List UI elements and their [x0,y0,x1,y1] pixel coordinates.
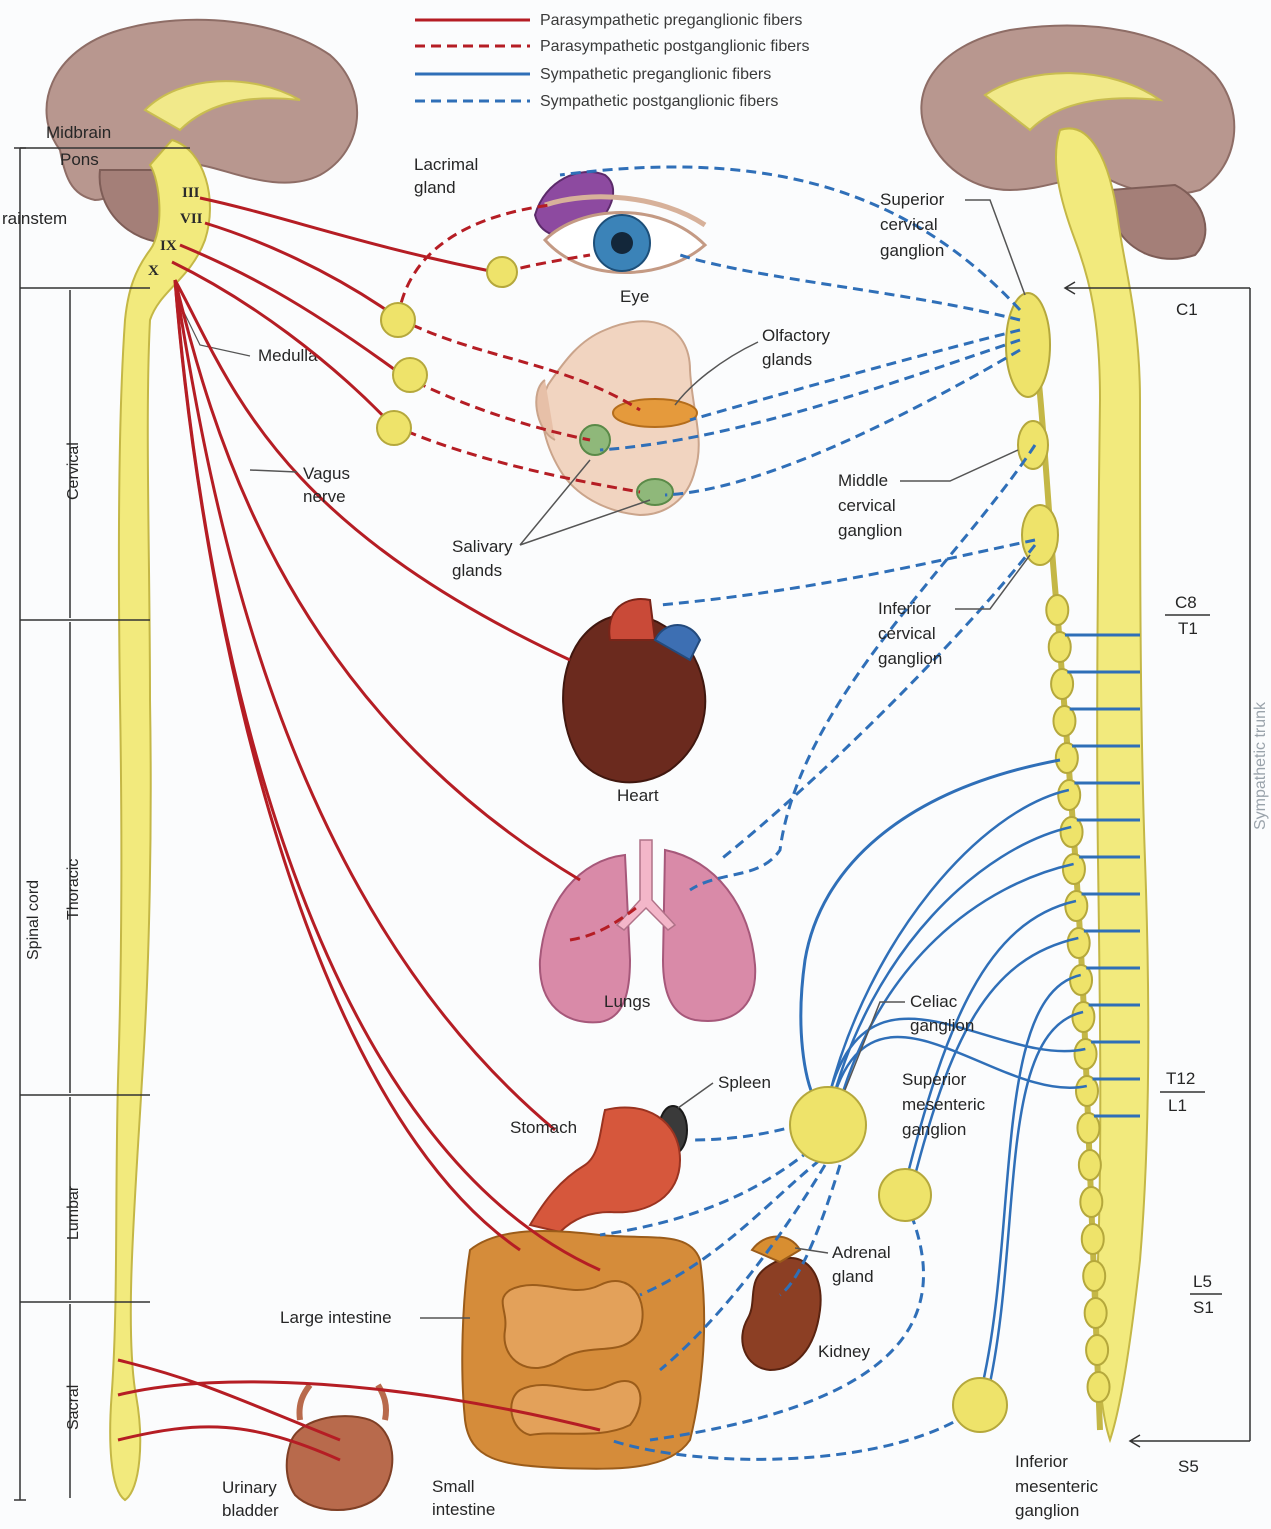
lacrimal-label-1: Lacrimal [414,155,478,174]
celiac-leader [845,1002,905,1090]
salivary-label-1: Salivary [452,537,513,556]
celiac-ganglion [790,1087,866,1163]
lumbar-label: Lumbar [65,1185,82,1240]
right-cerebellum [1110,185,1206,259]
urinary-bladder [287,1385,393,1510]
inferior-cervical-ganglion [1022,505,1058,565]
middle-cervical-label-1: Middle [838,471,888,490]
superior-mesenteric-ganglion [879,1169,931,1221]
superior-cervical-ganglion [1006,293,1050,397]
chain-ganglion [1080,1187,1102,1217]
chain-ganglion [1086,1335,1108,1365]
superior-mesenteric-label-1: Superior [902,1070,967,1089]
inferior-mesenteric-ganglion [953,1378,1007,1432]
left-spinal-cord [110,140,210,1500]
kidney-adrenal [742,1237,820,1371]
urinary-label-1: Urinary [222,1478,277,1497]
pons-label: Pons [60,150,99,169]
cranial-nerve-9: IX [160,238,177,254]
superior-cervical-label-1: Superior [880,190,945,209]
chain-ganglion [1085,1298,1107,1328]
chain-ganglion [1082,1224,1104,1254]
parasympathetic-postganglionic-fibers [392,205,640,940]
cranial-nerve-10: X [148,263,159,279]
level-s1: S1 [1193,1298,1214,1317]
superior-cervical-label-2: cervical [880,215,938,234]
inferior-mesenteric-label-1: Inferior [1015,1452,1068,1471]
midbrain-label: Midbrain [46,123,111,142]
chain-ganglion [1083,1261,1105,1291]
superior-cervical-label-3: ganglion [880,241,944,260]
sympathetic-trunk-label: Sympathetic trunk [1252,701,1269,830]
vagus-label-1: Vagus [303,464,350,483]
thoracic-label: Thoracic [65,859,82,920]
cranial-nerve-7: VII [180,211,203,227]
heart [563,599,705,782]
superior-mesenteric-label-3: ganglion [902,1120,966,1139]
spleen-leader [678,1083,713,1108]
middle-cervical-label-2: cervical [838,496,896,515]
olfactory-label-2: glands [762,350,812,369]
lacrimal-label-2: gland [414,178,456,197]
small-intestine-label-2: intestine [432,1500,495,1519]
adrenal-label-1: Adrenal [832,1243,891,1262]
urinary-label-2: bladder [222,1501,279,1520]
sacral-label: Sacral [65,1385,82,1430]
spinal-cord-label: Spinal cord [25,880,42,960]
cervical-label: Cervical [65,442,82,500]
face [536,321,698,515]
small-intestine-label-1: Small [432,1477,475,1496]
level-c1: C1 [1176,300,1198,319]
stomach-label: Stomach [510,1118,577,1137]
vagus-label-2: nerve [303,487,346,506]
splanchnic-nerve [828,790,1069,1100]
inferior-mesenteric-label-2: mesenteric [1015,1477,1099,1496]
celiac-label-2: ganglion [910,1016,974,1035]
eye-label: Eye [620,287,649,306]
salivary-label-2: glands [452,561,502,580]
level-c8: C8 [1175,593,1197,612]
legend-sympathetic-post-label: Sympathetic postganglionic fibers [540,93,778,110]
spleen-label: Spleen [718,1073,771,1092]
inferior-cervical-label-2: cervical [878,624,936,643]
inferior-cervical-label-1: Inferior [878,599,931,618]
middle-cervical-label-3: ganglion [838,521,902,540]
lungs-label: Lungs [604,992,650,1011]
level-t1: T1 [1178,619,1198,638]
celiac-label-1: Celiac [910,992,958,1011]
legend-parasympathetic-pre-label: Parasympathetic preganglionic fibers [540,12,802,29]
sympathetic-trunk [1006,293,1100,1430]
level-l5: L5 [1193,1272,1212,1291]
large-intestine-label: Large intestine [280,1308,392,1327]
inferior-cervical-label-3: ganglion [878,649,942,668]
olfactory-label-1: Olfactory [762,326,831,345]
chain-ganglion [1046,595,1068,625]
intestines [462,1231,704,1469]
superior-cervical-leader [965,200,1025,295]
kidney-label: Kidney [818,1342,870,1361]
chain-ganglion [1088,1372,1110,1402]
adrenal-label-2: gland [832,1267,874,1286]
legend-sympathetic-pre-label: Sympathetic preganglionic fibers [540,66,771,83]
chain-ganglion [1079,1150,1101,1180]
superior-mesenteric-label-2: mesenteric [902,1095,986,1114]
level-l1: L1 [1168,1096,1187,1115]
legend: Parasympathetic preganglionic fibers Par… [415,12,809,110]
prevertebral-ganglia [790,1087,1007,1432]
heart-label: Heart [617,786,659,805]
brainstem-label: rainstem [2,209,67,228]
level-s5: S5 [1178,1457,1199,1476]
middle-cervical-leader [900,450,1018,481]
cranial-nerve-3: III [182,185,200,201]
parasympathetic-ganglia [377,257,517,445]
level-t12: T12 [1166,1069,1195,1088]
legend-parasympathetic-post-label: Parasympathetic postganglionic fibers [540,38,809,55]
inferior-mesenteric-label-3: ganglion [1015,1501,1079,1520]
vagus-leader [250,470,297,472]
